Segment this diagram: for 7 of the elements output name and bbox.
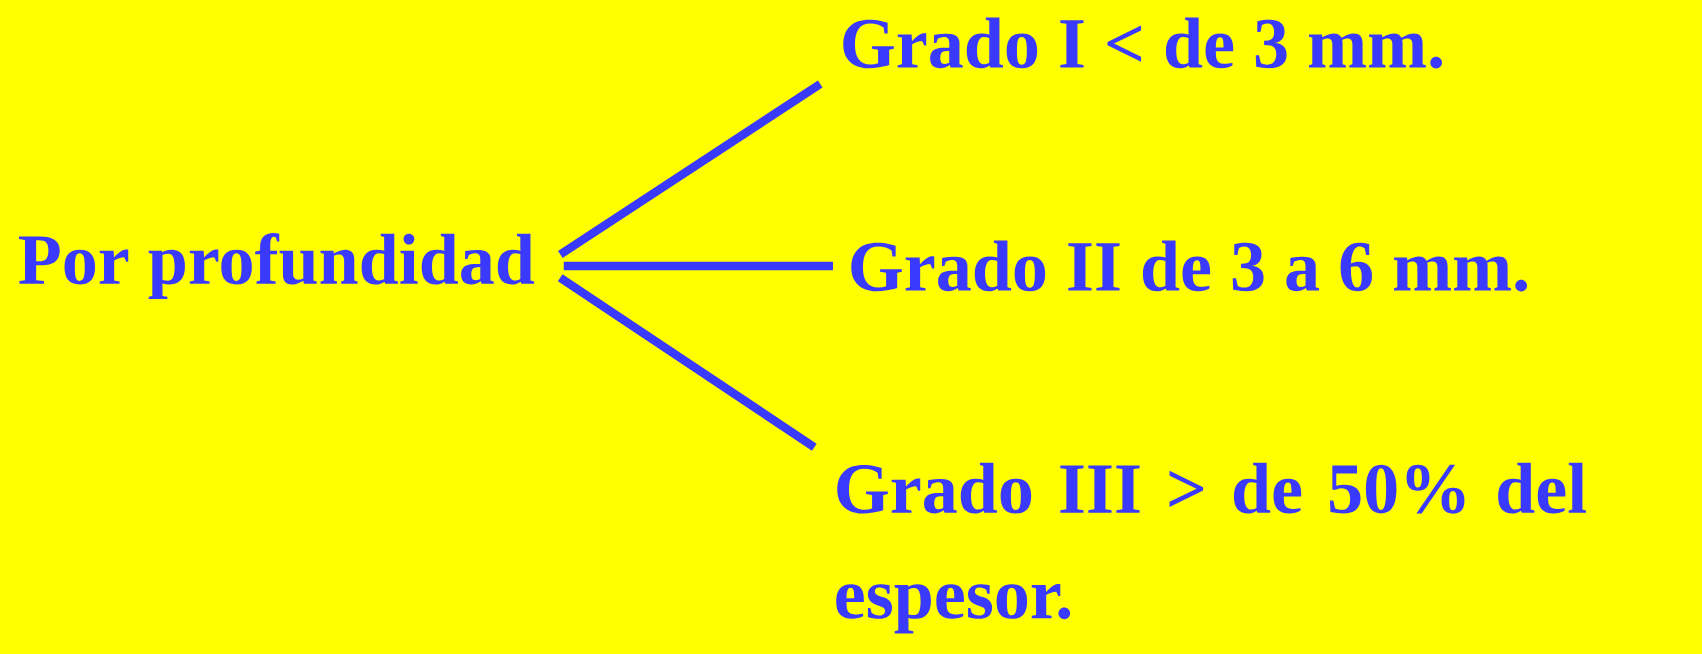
category-label: Por profundidad xyxy=(18,233,535,299)
grade-label: Grado II de 3 a 6 mm. xyxy=(851,240,1527,292)
grade-label: Grado I < de 3 mm. xyxy=(843,17,1442,69)
branch-line xyxy=(563,261,833,271)
grade-label: Grado III > de 50% del espesor. xyxy=(836,462,1587,634)
branch-line xyxy=(557,274,817,451)
branch-line xyxy=(557,80,823,258)
